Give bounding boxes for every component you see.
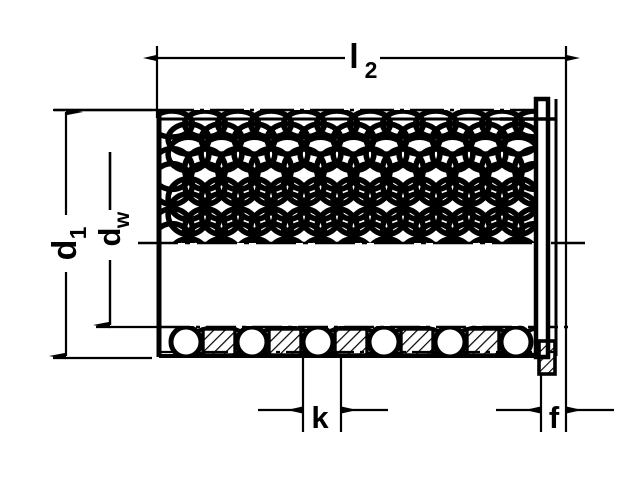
dimension-dw: d w (92, 152, 134, 329)
cage-hatch-block (465, 327, 501, 357)
ball-circle (435, 235, 470, 243)
ball-circle (160, 220, 196, 243)
race-ball (234, 326, 270, 358)
race-ball (366, 326, 402, 358)
dimension-label-dw-subscript: w (111, 211, 134, 229)
cage-hatch-block (201, 327, 237, 357)
ball-circle (204, 235, 239, 243)
cage-hatch-block (399, 327, 435, 357)
ball-circle (181, 220, 229, 243)
seal-section-hatch (537, 339, 557, 376)
dimension-d1: d 1 (46, 108, 152, 360)
ball-circle (379, 205, 427, 243)
cage-hatch-block (267, 327, 303, 357)
dimension-label-dw-symbol: d (92, 228, 127, 247)
ball-circle (247, 220, 295, 243)
dimension-label-d1-symbol: d (46, 240, 84, 261)
ball-array-upper (160, 110, 538, 243)
ball-circle (303, 235, 338, 243)
ball-circle (412, 220, 460, 243)
ball-circle (468, 235, 503, 243)
ball-circle (478, 205, 526, 243)
race-ball (432, 326, 468, 358)
ball-circle (237, 235, 272, 243)
ball-circle (402, 235, 437, 243)
dimension-l2: l 2 (143, 38, 580, 118)
ball-circle (445, 220, 493, 243)
ball-circle (336, 235, 371, 243)
ball-circle (369, 235, 404, 243)
ball-circle (379, 220, 427, 243)
ball-circle (214, 205, 262, 243)
ball-circle (181, 205, 229, 243)
dimension-f: f (496, 118, 614, 435)
race-ball (498, 326, 534, 358)
ball-circle (478, 220, 526, 243)
dimension-label-l2-symbol: l (349, 38, 358, 76)
lower-race-section (168, 326, 546, 358)
dimension-label-f: f (549, 400, 560, 435)
dimension-label-l2-subscript: 2 (365, 57, 378, 83)
cage-hatch-block (333, 327, 369, 357)
ball-circle (160, 205, 196, 243)
ball-circle (270, 235, 305, 243)
ball-circle (445, 205, 493, 243)
ball-circle (171, 235, 206, 243)
race-ball (168, 326, 204, 358)
retaining-ring-outer (533, 96, 551, 360)
ball-circle (501, 235, 536, 243)
ball-circle (412, 205, 460, 243)
ball-circle (280, 220, 328, 243)
ball-circle (346, 220, 394, 243)
ball-circle (346, 205, 394, 243)
ball-circle (214, 220, 262, 243)
ball-circle (313, 205, 361, 243)
dimension-label-k: k (311, 400, 329, 435)
retaining-ring-assembly (500, 96, 558, 376)
dimension-label-d1-subscript: 1 (65, 226, 91, 239)
race-ball (300, 326, 336, 358)
ball-circle (313, 220, 361, 243)
dimension-k: k (258, 355, 388, 435)
ball-circle (247, 205, 295, 243)
ball-circle (280, 205, 328, 243)
